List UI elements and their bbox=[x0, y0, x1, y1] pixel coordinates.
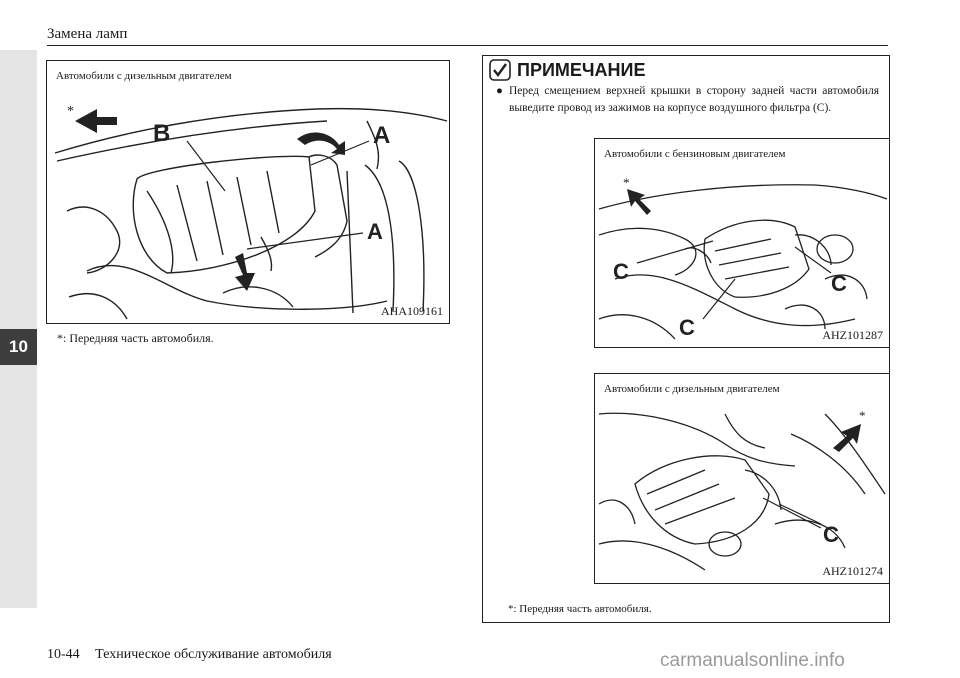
figure-diesel-main: B A A * Автомобили с дизельным двигателе… bbox=[46, 60, 450, 324]
note-header: ПРИМЕЧАНИЕ bbox=[489, 59, 645, 81]
label-a-bottom: A bbox=[367, 219, 383, 244]
figure-code: AHA109161 bbox=[381, 304, 443, 318]
note-footnote: *: Передняя часть автомобиля. bbox=[508, 603, 652, 615]
label-c-right: C bbox=[831, 271, 847, 296]
rotate-arrow-icon bbox=[297, 132, 345, 155]
figure-caption: Автомобили с дизельным двигателем bbox=[56, 70, 232, 82]
figure-caption: Автомобили с бензиновым двигателем bbox=[604, 148, 786, 160]
label-b: B bbox=[153, 120, 170, 147]
note-text: Перед смещением верхней крышки в сторону… bbox=[509, 85, 879, 114]
section-title: Техническое обслуживание автомобиля bbox=[95, 647, 332, 662]
note-check-icon bbox=[489, 59, 511, 81]
engine-illustration: B A A * bbox=[54, 104, 448, 320]
front-arrow-icon bbox=[833, 424, 861, 452]
figure-diesel-note: C * Автомобили с дизельным двигателем AH… bbox=[594, 373, 890, 584]
chapter-tab[interactable]: 10 bbox=[0, 329, 37, 365]
note-title: ПРИМЕЧАНИЕ bbox=[517, 59, 646, 80]
label-a-top: A bbox=[373, 122, 390, 149]
page-footer: 10-44 Техническое обслуживание автомобил… bbox=[47, 647, 332, 663]
front-star: * bbox=[67, 104, 74, 119]
down-arrow-icon bbox=[235, 253, 255, 291]
label-c-bottom: C bbox=[679, 315, 695, 340]
watermark: carmanualsonline.info bbox=[660, 650, 845, 671]
page-title: Замена ламп bbox=[47, 26, 128, 42]
label-c: C bbox=[823, 522, 839, 547]
footnote-main: *: Передняя часть автомобиля. bbox=[57, 331, 214, 345]
bullet-icon: ● bbox=[496, 85, 503, 97]
front-star: * bbox=[623, 175, 630, 190]
figure-code: AHZ101274 bbox=[822, 564, 883, 578]
figure-petrol: C C C * Автомобили с бензиновым двигател… bbox=[594, 138, 890, 348]
front-arrow-icon bbox=[627, 189, 651, 215]
note-box: ПРИМЕЧАНИЕ ● Перед смещением верхней кры… bbox=[482, 55, 890, 623]
page-number: 10-44 bbox=[47, 647, 80, 662]
figure-caption: Автомобили с дизельным двигателем bbox=[604, 383, 780, 395]
petrol-engine-illustration: C C C * bbox=[598, 175, 888, 340]
figure-code: AHZ101287 bbox=[822, 328, 883, 342]
note-text-block: ● Перед смещением верхней крышки в сторо… bbox=[493, 83, 879, 117]
diesel-engine-illustration: C * bbox=[598, 408, 886, 571]
header-divider bbox=[47, 45, 888, 46]
front-star: * bbox=[859, 408, 866, 423]
label-c-left: C bbox=[613, 259, 629, 284]
front-arrow-icon bbox=[75, 109, 117, 133]
